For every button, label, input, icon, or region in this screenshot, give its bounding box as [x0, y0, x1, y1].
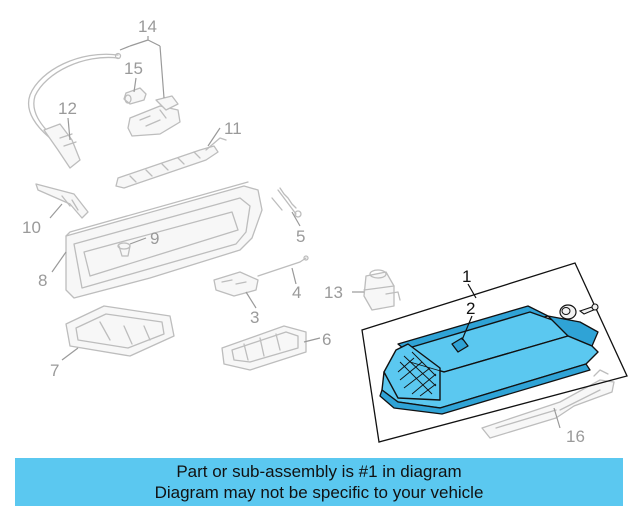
parts-diagram: 1 2 3 4 5 6 7 8 9 10 11 12 13 14 15 16: [22, 17, 628, 446]
callout-2: 2: [466, 299, 475, 318]
leader-lines: [49, 36, 561, 429]
switch-part: [363, 269, 401, 311]
glove-box-assembly-highlighted: [379, 305, 599, 415]
hinge-part: [213, 255, 309, 297]
callout-9: 9: [150, 229, 159, 248]
door-frame-part: [65, 181, 263, 299]
callout-1: 1: [462, 267, 471, 286]
screw-part: [578, 303, 599, 315]
trim-strip-part: [481, 369, 615, 439]
callout-4: 4: [292, 283, 301, 302]
info-banner: Part or sub-assembly is #1 in diagram Di…: [15, 458, 623, 506]
callout-8: 8: [38, 271, 47, 290]
bumper-part: [117, 242, 131, 257]
damper-part: [115, 137, 227, 189]
cable-assembly-part: [27, 52, 122, 169]
callout-6: 6: [322, 330, 331, 349]
banner-line-part-number: Part or sub-assembly is #1 in diagram: [176, 462, 462, 481]
callout-3: 3: [250, 308, 259, 327]
detail-inset-frame: [361, 262, 628, 443]
callout-16: 16: [566, 427, 585, 446]
latch-part: [127, 95, 181, 137]
callout-15: 15: [124, 59, 143, 78]
banner-line-disclaimer: Diagram may not be specific to your vehi…: [154, 483, 484, 502]
knob-part: [559, 304, 577, 320]
callout-14: 14: [138, 17, 157, 36]
spring-part: [271, 187, 302, 218]
callout-labels: 1 2 3 4 5 6 7 8 9 10 11 12 13 14 15 16: [22, 17, 585, 446]
lock-cylinder-part: [123, 87, 147, 105]
tray-part: [65, 305, 175, 357]
callout-12: 12: [58, 99, 77, 118]
callout-13: 13: [324, 283, 343, 302]
callout-7: 7: [50, 361, 59, 380]
callout-5: 5: [296, 227, 305, 246]
callout-11: 11: [224, 119, 242, 138]
bracket-part: [35, 183, 89, 219]
air-duct-part: [221, 325, 307, 371]
callout-10: 10: [22, 218, 41, 237]
